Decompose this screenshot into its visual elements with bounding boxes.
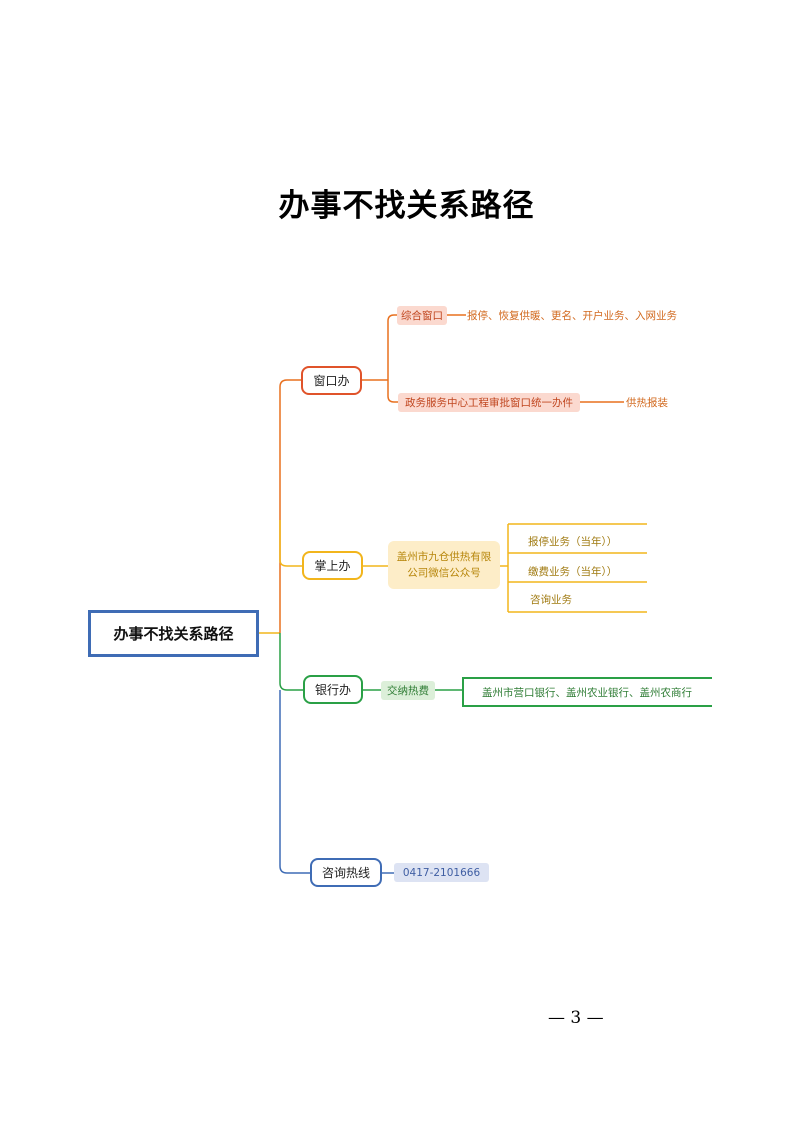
page-title: 办事不找关系路径 <box>278 188 535 224</box>
bank-detail: 盖州市营口银行、盖州农业银行、盖州农商行 <box>482 687 692 699</box>
mobile-item-payment: 缴费业务（当年）） <box>528 566 618 578</box>
node-bank: 银行办 <box>303 675 363 704</box>
node-mobile: 掌上办 <box>302 551 363 580</box>
window-general-detail: 报停、恢复供暖、更名、开户业务、入网业务 <box>467 310 677 322</box>
node-wechat-account: 盖州市九仓供热有限公司微信公众号 <box>388 541 500 589</box>
node-window-approval: 政务服务中心工程审批窗口统一办件 <box>398 393 580 412</box>
node-window: 窗口办 <box>301 366 362 395</box>
window-approval-detail: 供热报装 <box>626 397 668 409</box>
node-window-general: 综合窗口 <box>397 306 447 325</box>
page-number: — 3 — <box>548 1008 604 1028</box>
root-node: 办事不找关系路径 <box>88 610 259 657</box>
node-hotline: 咨询热线 <box>310 858 382 887</box>
node-pay-heating: 交纳热费 <box>381 681 435 700</box>
mobile-item-suspend: 报停业务（当年）） <box>528 536 618 548</box>
hotline-number: 0417-2101666 <box>394 863 489 882</box>
mobile-item-inquiry: 咨询业务 <box>530 594 572 606</box>
